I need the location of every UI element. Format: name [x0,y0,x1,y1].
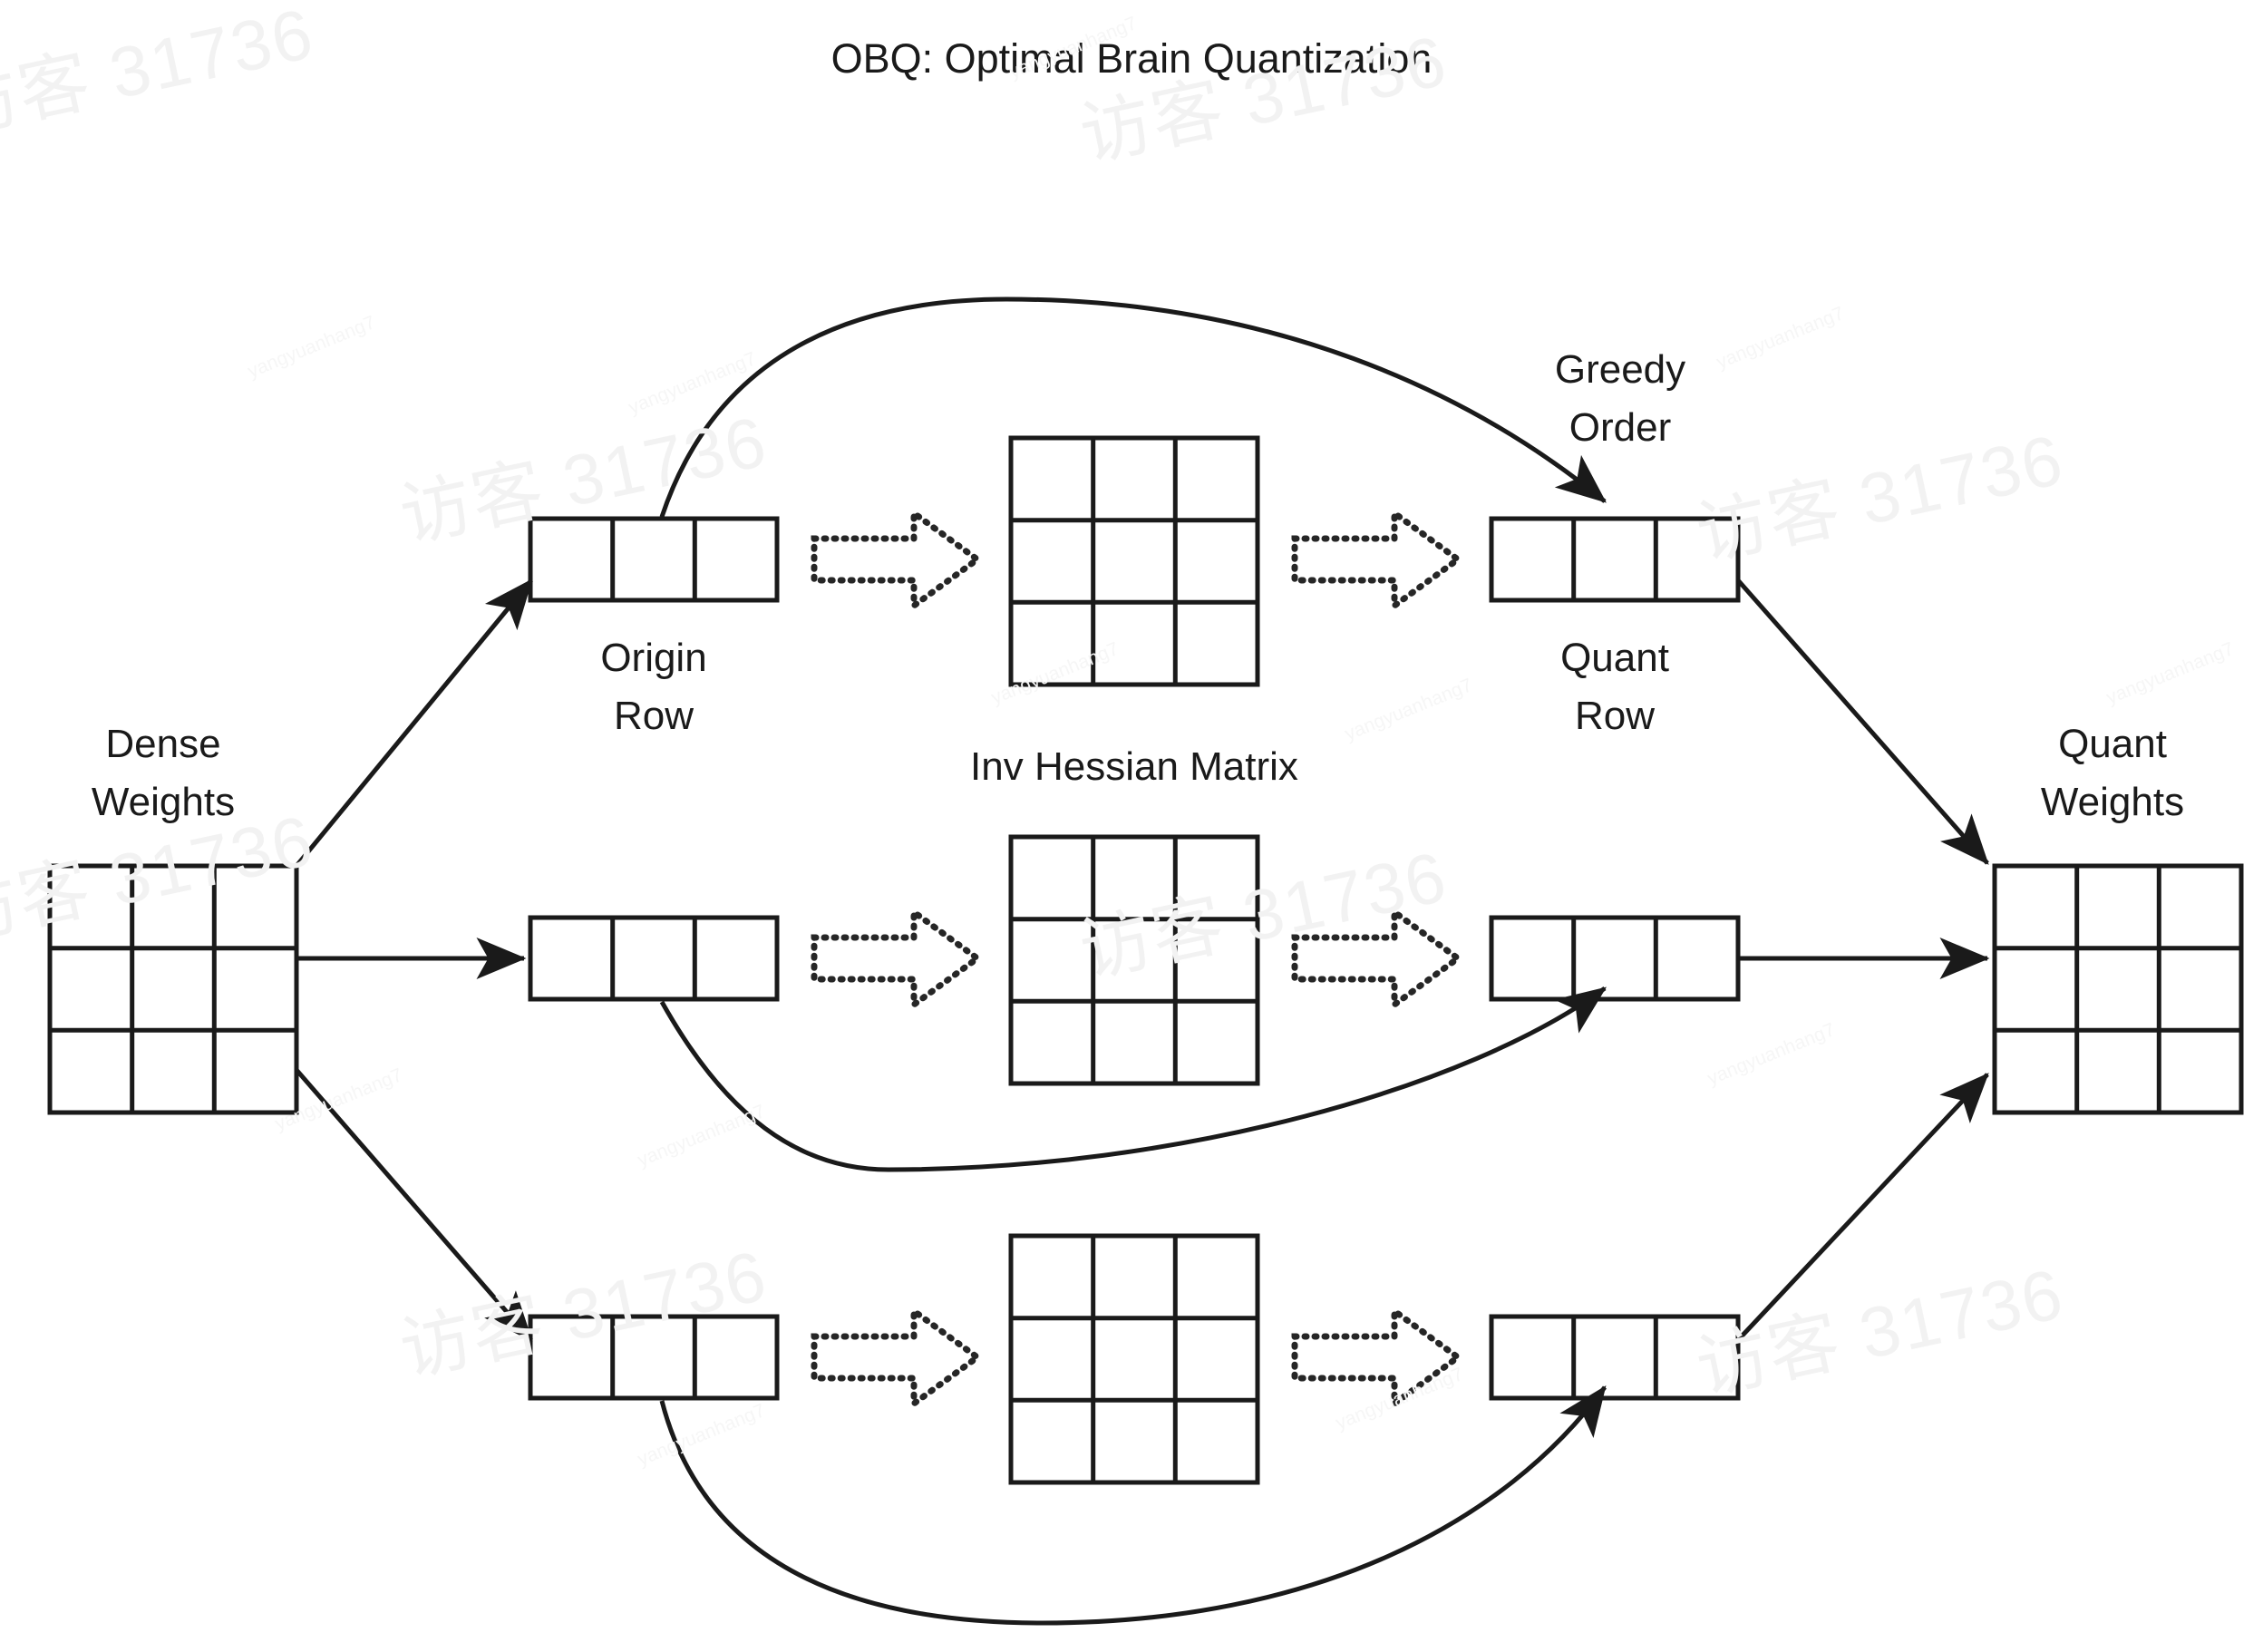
origin-row-2 [528,915,780,1002]
dotted-arrow-hessian3-to-quant3 [1291,1305,1463,1410]
quant-weights-grid [1992,863,2244,1115]
dense-weights-label-line1: Dense [105,722,220,766]
origin-row-label-line1: Origin [600,636,706,680]
feedback-curve-3 [659,1385,1607,1626]
dense-weights-label-line2: Weights [92,780,235,824]
inv-hessian-matrix-label: Inv Hessian Matrix [970,744,1298,789]
greedy-order-label-line1: Greedy [1555,347,1685,392]
origin-row-label-line2: Row [614,694,694,738]
dotted-arrow-origin1-to-hessian1 [811,507,983,612]
dotted-arrow-hessian1-to-quant1 [1291,507,1463,612]
feedback-curve-2 [659,986,1607,1172]
dotted-arrow-origin2-to-hessian2 [811,906,983,1011]
dotted-arrow-hessian2-to-quant2 [1291,906,1463,1011]
inv-hessian-matrix-1 [1008,435,1260,687]
quant-weights-label-line2: Weights [2041,780,2184,824]
quant-row-3 [1489,1314,1741,1401]
quant-row-label-line2: Row [1575,694,1655,738]
edge-dense-to-origin-3 [295,1068,533,1342]
edge-dense-to-origin-1 [295,578,533,868]
quant-row-2 [1489,915,1741,1002]
greedy-order-label-line2: Order [1569,405,1671,450]
inv-hessian-matrix-2 [1008,834,1260,1086]
quant-row-label-line1: Quant [1560,636,1669,680]
dotted-arrow-origin3-to-hessian3 [811,1305,983,1410]
dense-weights-grid [47,863,299,1115]
quant-row-1 [1489,516,1741,603]
greedy-order-curve-1 [659,296,1607,518]
edge-quant1-to-weights [1736,578,1989,865]
origin-row-3 [528,1314,780,1401]
page-title: OBQ: Optimal Brain Quantization [831,35,1433,82]
edge-quant3-to-weights [1736,1073,1989,1342]
quant-weights-label-line1: Quant [2058,722,2167,766]
inv-hessian-matrix-3 [1008,1233,1260,1485]
origin-row-1 [528,516,780,603]
